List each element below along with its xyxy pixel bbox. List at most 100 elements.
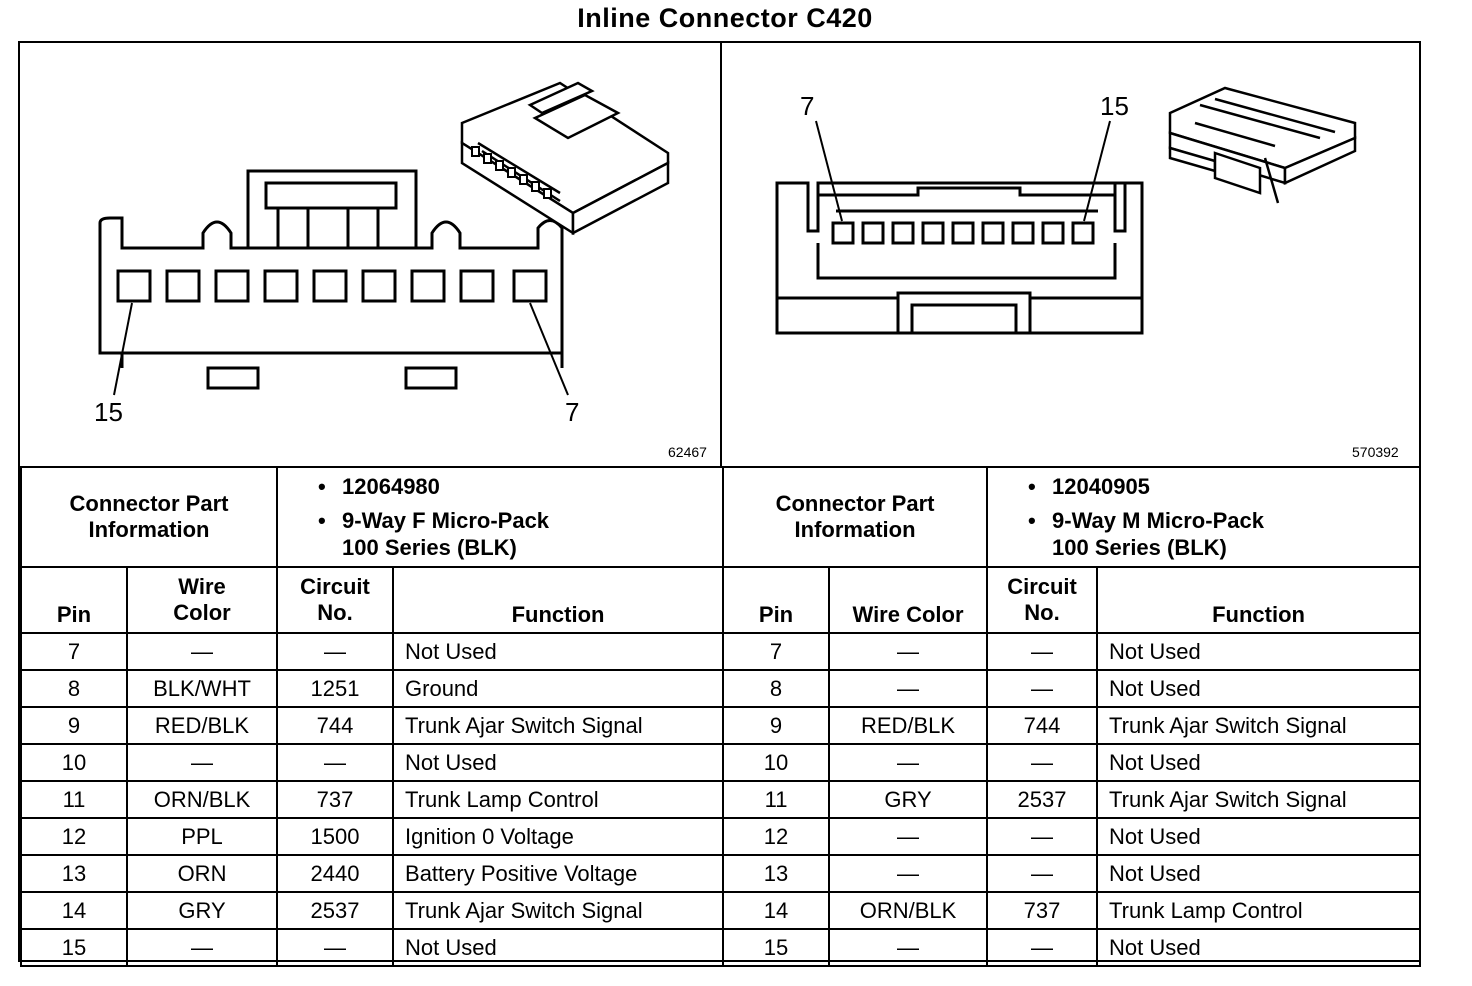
left-cell-pin: 10 <box>20 743 128 782</box>
left-figure-id: 62467 <box>668 444 707 460</box>
leader-line-15 <box>113 302 133 396</box>
right-cell-pin: 15 <box>722 928 831 967</box>
cavity-14-right <box>1041 221 1065 245</box>
right-cell-circuit: — <box>986 817 1099 856</box>
right-cell-circuit: — <box>986 669 1099 708</box>
connector-drawing-svg: 15 7 62467 <box>94 43 1399 466</box>
right-cell-wire: GRY <box>828 780 989 819</box>
bullet: • <box>318 508 326 533</box>
right-header-circuit-line1: Circuit <box>1007 574 1077 599</box>
left-cell-circuit: 737 <box>276 780 395 819</box>
right-cell-pin: 14 <box>722 891 831 930</box>
left-cell-pin: 7 <box>20 632 128 671</box>
left-cell-wire: ORN <box>125 854 279 893</box>
right-part-details: •12040905 •9-Way M Micro-Pack 100 Series… <box>986 466 1422 568</box>
right-part-info-label-line1: Connector Part <box>775 491 935 516</box>
right-cell-pin: 10 <box>722 743 831 782</box>
cavity-12-right <box>981 221 1005 245</box>
right-cell-function: Not Used <box>1096 817 1422 856</box>
left-cell-pin: 15 <box>20 928 128 967</box>
pin-label-7-left: 7 <box>565 397 579 427</box>
cavity-11 <box>312 269 348 303</box>
right-header-circuit-line2: No. <box>1024 600 1060 625</box>
left-cell-function: Not Used <box>392 928 725 967</box>
left-cell-circuit: — <box>276 632 395 671</box>
pin-label-15-right: 15 <box>1100 91 1129 121</box>
right-header-function: Function <box>1096 566 1422 634</box>
column-header-row: Pin Wire Color Circuit No. Function Pin … <box>20 566 1422 634</box>
left-cell-circuit: — <box>276 928 395 967</box>
cavity-9-right <box>891 221 915 245</box>
left-connector-face <box>98 169 564 390</box>
leader-line-7 <box>529 302 569 396</box>
left-part-number-item: • 12064980 <box>318 473 722 500</box>
left-description-line2: 100 Series (BLK) <box>342 535 517 560</box>
right-part-number-item: •12040905 <box>1028 473 1419 500</box>
right-cell-circuit: 744 <box>986 706 1099 745</box>
right-cell-function: Not Used <box>1096 928 1422 967</box>
left-header-wire: Wire Color <box>125 566 279 634</box>
cavity-12 <box>263 269 299 303</box>
cavity-10 <box>361 269 397 303</box>
left-part-info-label-line1: Connector Part <box>69 491 229 516</box>
right-cell-circuit: 2537 <box>986 780 1099 819</box>
left-cell-wire: GRY <box>125 891 279 930</box>
right-connector-face <box>775 181 1144 335</box>
left-cell-pin: 9 <box>20 706 128 745</box>
left-cell-pin: 11 <box>20 780 128 819</box>
cavity-15 <box>116 269 152 303</box>
left-header-wire-line2: Color <box>173 600 231 625</box>
right-cell-wire: — <box>828 817 989 856</box>
right-cell-wire: ORN/BLK <box>828 891 989 930</box>
right-cell-pin: 8 <box>722 669 831 708</box>
left-cell-wire: BLK/WHT <box>125 669 279 708</box>
right-cell-function: Not Used <box>1096 854 1422 893</box>
right-cell-pin: 9 <box>722 706 831 745</box>
right-cell-function: Trunk Ajar Switch Signal <box>1096 706 1422 745</box>
cavity-7-right <box>831 221 855 245</box>
left-cell-function: Trunk Lamp Control <box>392 780 725 819</box>
bullet: • <box>1028 508 1036 533</box>
left-cell-function: Not Used <box>392 743 725 782</box>
left-cell-wire: — <box>125 743 279 782</box>
left-header-pin: Pin <box>20 566 128 634</box>
left-cell-circuit: — <box>276 743 395 782</box>
part-info-row: Connector Part Information • 12064980 •9-… <box>19 466 1422 568</box>
cavity-10-right <box>921 221 945 245</box>
right-header-circuit: Circuit No. <box>986 566 1099 634</box>
right-description-item: •9-Way M Micro-Pack <box>1028 507 1419 534</box>
right-figure-id: 570392 <box>1352 444 1399 460</box>
left-cell-wire: RED/BLK <box>125 706 279 745</box>
right-cell-wire: — <box>828 669 989 708</box>
left-cell-wire: ORN/BLK <box>125 780 279 819</box>
right-cell-function: Not Used <box>1096 669 1422 708</box>
left-part-number: 12064980 <box>342 474 440 499</box>
left-3d-cavities <box>471 146 552 199</box>
left-cell-function: Trunk Ajar Switch Signal <box>392 891 725 930</box>
left-header-wire-line1: Wire <box>178 574 226 599</box>
left-description-item: •9-Way F Micro-Pack <box>318 507 722 534</box>
left-cell-circuit: 1500 <box>276 817 395 856</box>
right-cell-pin: 12 <box>722 817 831 856</box>
pin-label-7-right: 7 <box>800 91 814 121</box>
left-header-circuit-line1: Circuit <box>300 574 370 599</box>
right-header-pin: Pin <box>722 566 831 634</box>
right-cell-function: Trunk Lamp Control <box>1096 891 1422 930</box>
right-part-info-label-line2: Information <box>794 517 916 542</box>
left-cell-circuit: 2440 <box>276 854 395 893</box>
right-cell-wire: RED/BLK <box>828 706 989 745</box>
left-cell-circuit: 744 <box>276 706 395 745</box>
right-description-line2: 100 Series (BLK) <box>1052 535 1227 560</box>
left-header-function: Function <box>392 566 725 634</box>
cavity-8 <box>459 269 495 303</box>
bullet: • <box>318 474 326 499</box>
right-cell-circuit: — <box>986 743 1099 782</box>
